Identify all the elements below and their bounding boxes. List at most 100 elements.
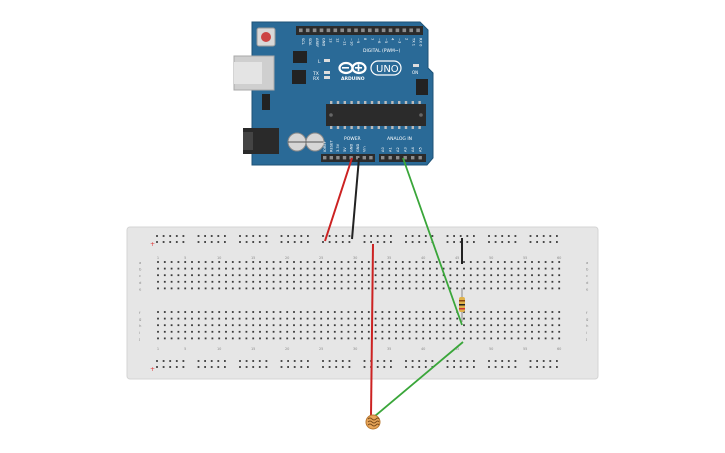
row-letter: h [586, 323, 589, 328]
atmega-chip [326, 104, 426, 126]
rx-led [324, 76, 330, 79]
power-pin-label: 3.3V [336, 143, 340, 152]
column-number: 15 [251, 347, 255, 351]
icsp-header [293, 51, 307, 63]
column-number: 50 [489, 256, 493, 260]
digital-header[interactable] [296, 26, 423, 35]
analog-pin-label: A5 [419, 147, 423, 152]
row-letter: c [586, 273, 588, 278]
digital-pin-label: ~10 [349, 38, 353, 46]
row-letter: j [585, 336, 587, 341]
digital-pin-label: TX 1 [411, 37, 415, 46]
tx-led [324, 71, 330, 74]
column-number: 55 [523, 347, 527, 351]
resistor[interactable] [459, 288, 465, 322]
breadboard-column-numbers: 1155101015152020252530303535404045455050… [157, 256, 562, 351]
column-number: 45 [455, 256, 459, 260]
column-number: 25 [319, 256, 323, 260]
digital-pin-label: SCL [301, 38, 305, 45]
column-number: 10 [217, 347, 221, 351]
power-pin-label: Vin [363, 146, 367, 152]
power-header[interactable] [321, 154, 375, 162]
digital-pin-label: 13 [329, 38, 333, 43]
column-number: 5 [184, 256, 186, 260]
rail-plus-bottom: + [150, 366, 155, 373]
digital-pin-label: 4 [391, 38, 395, 41]
row-letter: h [139, 323, 142, 328]
row-letter: g [586, 317, 589, 322]
analog-header[interactable] [379, 154, 426, 162]
rail-plus-top: + [150, 241, 155, 248]
digital-pin-label: 8 [363, 38, 367, 41]
row-letter: d [139, 280, 142, 285]
column-number: 20 [285, 256, 289, 260]
wire-ldr-a0[interactable] [374, 341, 464, 417]
digital-pin-label: ~5 [384, 38, 388, 43]
wire-gnd[interactable] [351, 157, 360, 240]
row-letter: e [139, 286, 142, 291]
digital-pin-label: 7 [370, 38, 374, 40]
row-letter: b [139, 267, 142, 272]
column-number: 1 [157, 347, 159, 351]
icsp-header-2 [416, 79, 428, 95]
analog-pin-label: A2 [396, 147, 400, 152]
chip-legs [330, 101, 421, 129]
row-letter: c [139, 273, 141, 278]
digital-pin-label: GND [322, 38, 326, 46]
power-pin-label: RESET [330, 140, 334, 152]
l-label: L [318, 59, 321, 65]
column-number: 35 [387, 256, 391, 260]
row-letter: a [586, 260, 588, 265]
digital-pin-label: SDA [308, 38, 312, 46]
column-number: 50 [489, 347, 493, 351]
power-pin-label: GND [356, 144, 360, 152]
arduino-uno-board[interactable]: ARDUINO UNO DIGITAL (PWM~) POWER ANALOG … [233, 21, 434, 166]
analog-pin-label: A0 [381, 147, 385, 152]
uno-text: UNO [376, 64, 399, 75]
digital-pin-label: ~3 [398, 38, 402, 43]
column-number: 60 [557, 347, 561, 351]
power-pin-label: IOREF [323, 141, 327, 152]
bottom-header-holes [323, 156, 422, 160]
usb-chip [292, 70, 306, 84]
column-number: 30 [353, 347, 357, 351]
column-number: 35 [387, 347, 391, 351]
wire-ldr-5v[interactable] [370, 243, 374, 417]
power-label: POWER [344, 136, 361, 142]
column-number: 20 [285, 347, 289, 351]
column-number: 40 [421, 256, 425, 260]
column-number: 25 [319, 347, 323, 351]
analog-pin-label: A1 [389, 147, 393, 152]
row-letter: a [139, 260, 141, 265]
digital-pin-label: 12 [336, 38, 340, 43]
wires[interactable] [324, 157, 464, 417]
row-letter: i [139, 330, 140, 335]
column-number: 55 [523, 256, 527, 260]
row-letter: g [139, 317, 142, 322]
breadboard[interactable]: 1155101015152020252530303535404045455050… [126, 226, 599, 380]
power-pin-label: GND [349, 144, 353, 152]
on-led [413, 64, 419, 67]
wire-a0[interactable] [402, 157, 463, 326]
column-number: 60 [557, 256, 561, 260]
digital-pin-label: RX 0 [418, 38, 422, 47]
column-number: 40 [421, 347, 425, 351]
analog-pin-label: A3 [404, 147, 408, 152]
digital-pin-label: AREF [315, 38, 319, 47]
photoresistor[interactable] [365, 414, 381, 430]
column-number: 45 [455, 347, 459, 351]
power-pin-label: 5V [343, 147, 347, 152]
wire-5v[interactable] [324, 157, 353, 242]
column-number: 30 [353, 256, 357, 260]
row-letter: e [586, 286, 589, 291]
row-letter: f [586, 310, 588, 315]
uno-badge [370, 60, 402, 76]
rx-label: RX [313, 76, 319, 82]
digital-pin-label: 2 [405, 38, 409, 40]
column-number: 5 [184, 347, 186, 351]
